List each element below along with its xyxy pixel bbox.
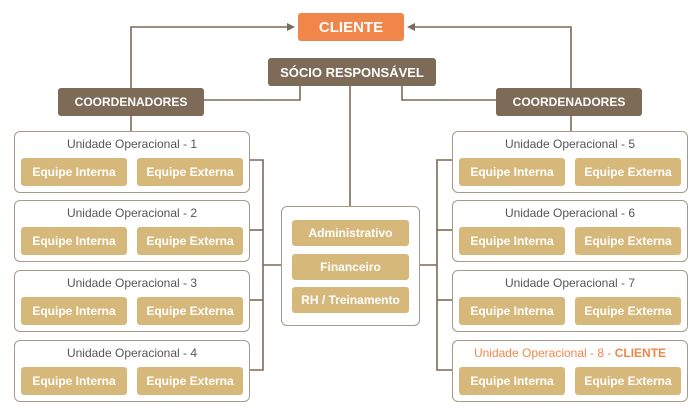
- team-internal: Equipe Interna: [459, 367, 565, 395]
- arrow-right-coord-to-cliente: [407, 23, 572, 88]
- unit-6: Unidade Operacional - 6 Equipe Interna E…: [452, 200, 688, 262]
- team-external: Equipe Externa: [575, 297, 681, 325]
- unit-title: Unidade Operacional - 5: [504, 137, 636, 151]
- coordenadores-left-box: COORDENADORES: [58, 88, 204, 116]
- unit-2: Unidade Operacional - 2 Equipe Interna E…: [14, 200, 250, 262]
- arrow-left-coord-to-cliente: [130, 23, 295, 88]
- socio-responsavel-box: SÓCIO RESPONSÁVEL: [268, 58, 436, 86]
- team-internal: Equipe Interna: [459, 227, 565, 255]
- team-internal: Equipe Interna: [21, 158, 127, 186]
- unit-4: Unidade Operacional - 4 Equipe Interna E…: [14, 340, 250, 402]
- unit-title: Unidade Operacional - 4: [66, 346, 198, 360]
- team-internal: Equipe Interna: [21, 227, 127, 255]
- team-external: Equipe Externa: [137, 367, 243, 395]
- dept-rh-treinamento: RH / Treinamento: [292, 287, 409, 313]
- unit-title-highlight: CLIENTE: [614, 346, 667, 360]
- team-external: Equipe Externa: [575, 367, 681, 395]
- unit-title: Unidade Operacional - 8 - CLIENTE: [453, 346, 687, 360]
- team-internal: Equipe Interna: [21, 297, 127, 325]
- unit-8-cliente: Unidade Operacional - 8 - CLIENTE Equipe…: [452, 340, 688, 402]
- unit-title: Unidade Operacional - 6: [504, 206, 636, 220]
- unit-5: Unidade Operacional - 5 Equipe Interna E…: [452, 131, 688, 193]
- unit-3: Unidade Operacional - 3 Equipe Interna E…: [14, 270, 250, 332]
- line-socio-left-coord: [204, 86, 301, 101]
- team-external: Equipe Externa: [137, 297, 243, 325]
- unit-1: Unidade Operacional - 1 Equipe Interna E…: [14, 131, 250, 193]
- bracket-right: [436, 159, 452, 371]
- team-internal: Equipe Interna: [459, 158, 565, 186]
- unit-7: Unidade Operacional - 7 Equipe Interna E…: [452, 270, 688, 332]
- team-external: Equipe Externa: [137, 227, 243, 255]
- unit-title: Unidade Operacional - 7: [504, 276, 636, 290]
- team-internal: Equipe Interna: [21, 367, 127, 395]
- line-socio-right-coord: [401, 86, 496, 101]
- unit-title: Unidade Operacional - 1: [66, 137, 198, 151]
- team-external: Equipe Externa: [575, 158, 681, 186]
- dept-financeiro: Financeiro: [292, 254, 409, 280]
- unit-title: Unidade Operacional - 3: [66, 276, 198, 290]
- dept-administrativo: Administrativo: [292, 220, 409, 246]
- unit-title: Unidade Operacional - 2: [66, 206, 198, 220]
- departments-box: Administrativo Financeiro RH / Treinamen…: [281, 206, 420, 326]
- coordenadores-right-box: COORDENADORES: [496, 88, 642, 116]
- cliente-box: CLIENTE: [298, 13, 404, 41]
- team-internal: Equipe Interna: [459, 297, 565, 325]
- team-external: Equipe Externa: [137, 158, 243, 186]
- unit-title-text: Unidade Operacional - 8 -: [473, 346, 615, 360]
- team-external: Equipe Externa: [575, 227, 681, 255]
- bracket-left: [249, 159, 264, 371]
